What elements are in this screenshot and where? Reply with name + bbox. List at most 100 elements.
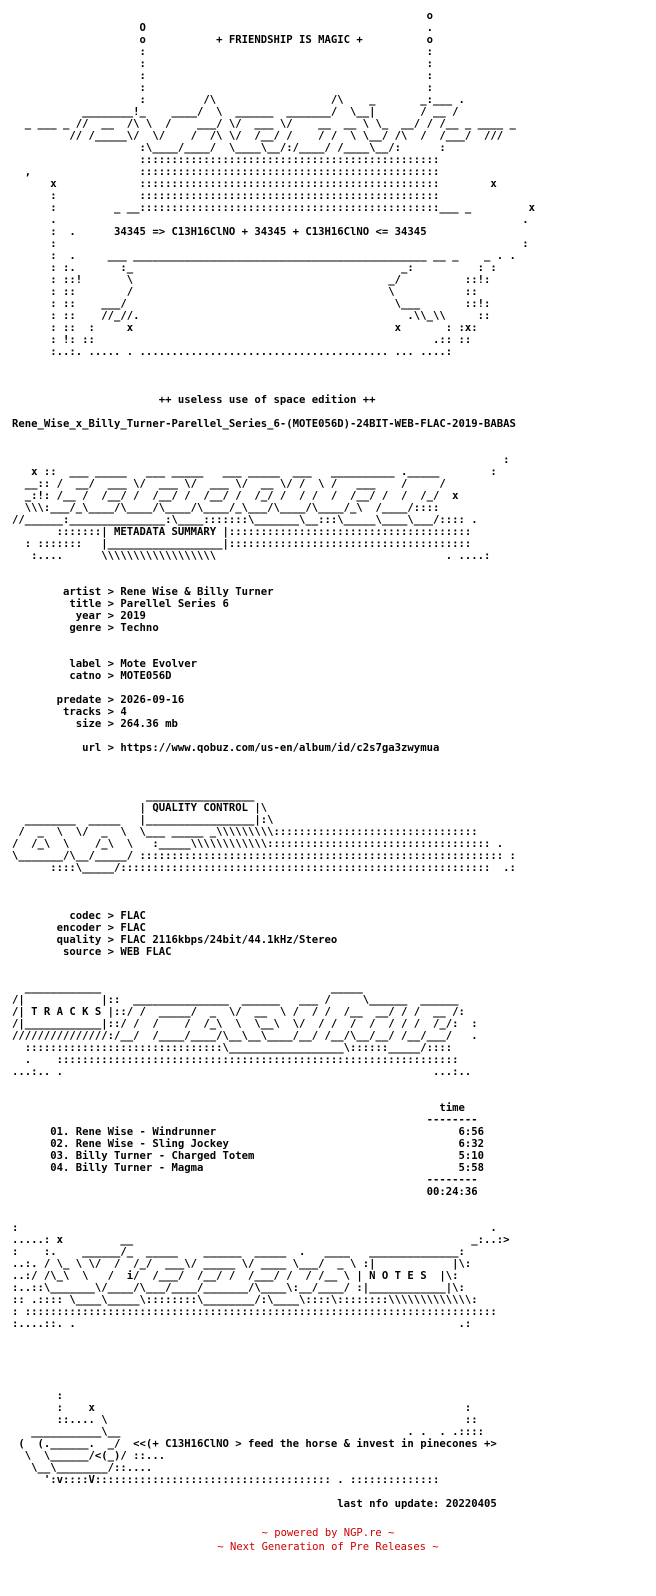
- nfo-line: [12, 406, 648, 418]
- nfo-line: o + FRIENDSHIP IS MAGIC + o: [12, 34, 433, 46]
- nfo-line: :..::\_______\/____/\___/____/_______/\_…: [12, 1282, 465, 1294]
- nfo-line: : /\ /\ _ _:___ .: [12, 94, 465, 106]
- nfo-line: x :: ___ _____ ___ _____ ___ _____ ___ _…: [12, 466, 497, 478]
- nfo-line: : :: [12, 46, 433, 58]
- nfo-line: year > 2019: [12, 610, 146, 622]
- nfo-line: : ::! \ _/ ::!:: [12, 274, 491, 286]
- nfo-line: __:: / __/ ___ \/ ___ \/ ___ \/ __ \/ / …: [12, 478, 446, 490]
- nfo-line: : :: ___/ \___ ::!:: [12, 298, 491, 310]
- nfo-line: [12, 886, 648, 898]
- nfo-line: : . ___ ________________________________…: [12, 250, 516, 262]
- nfo-line: . .: [12, 214, 529, 226]
- nfo-line: :.... \\\\\\\\\\\\\\\\\\ . ....:: [12, 550, 491, 562]
- nfo-line: //______:_______________:\____:::::::\__…: [12, 514, 478, 526]
- nfo-line: [12, 766, 648, 778]
- nfo-line: | QUALITY CONTROL |\: [12, 802, 268, 814]
- nfo-line: size > 264.36 mb: [12, 718, 178, 730]
- nfo-line: artist > Rene Wise & Billy Turner: [12, 586, 274, 598]
- nfo-line: O .: [12, 22, 433, 34]
- nfo-line: / _ \ \/ _ \ \___ _____ _\\\\\\\\\::::::…: [12, 826, 478, 838]
- nfo-line: [12, 1354, 648, 1366]
- nfo-line: [12, 1378, 648, 1390]
- nfo-line: : :: / \ ::: [12, 286, 478, 298]
- nfo-line: _ ___ _ // __ /\ \ / ___/ \/ ___ \/ __ _…: [12, 118, 516, 130]
- nfo-line: :: [12, 454, 510, 466]
- nfo-line: \__\________/::....: [12, 1462, 153, 1474]
- nfo-line: [12, 970, 648, 982]
- nfo-line: time: [12, 1102, 465, 1114]
- nfo-line: [12, 1078, 648, 1090]
- nfo-line: 02. Rene Wise - Sling Jockey 6:32: [12, 1138, 484, 1150]
- nfo-line: : :: : x x : :x:: [12, 322, 478, 334]
- nfo-line: [12, 682, 648, 694]
- nfo-line: : :: [12, 82, 433, 94]
- nfo-line: [12, 562, 648, 574]
- nfo-line: [12, 1330, 648, 1342]
- powered-by-link[interactable]: ~ powered by NGP.re ~: [261, 1527, 395, 1539]
- nfo-line: // /_____\/ \/ / /\ \/ /__/ / / / \ \__/…: [12, 130, 504, 142]
- nfo-line: / /_\ \ /_\ \ :_____\\\\\\\\\\\\::::::::…: [12, 838, 504, 850]
- nfo-line: ..:. / \_ \ \/ / /_/ ___\/ _____ \/ ____…: [12, 1258, 472, 1270]
- nfo-line: :\____/____/ \____\__/:/____/ /____\__/:…: [12, 142, 446, 154]
- nfo-line: ::::\_____/:::::::::::::::::::::::::::::…: [12, 862, 516, 874]
- nfo-line: [12, 634, 648, 646]
- nfo-line: ________ _____ |_________________|:\: [12, 814, 274, 826]
- nfo-line: [12, 574, 648, 586]
- nfo-line: [12, 382, 648, 394]
- nfo-line: tracks > 4: [12, 706, 127, 718]
- nfo-line: [12, 430, 648, 442]
- footer: ~ powered by NGP.re ~ ~ Next Generation …: [0, 1526, 656, 1554]
- nfo-line: /|____________|::/ / / / /_\ \ \__\ \/ /…: [12, 1018, 478, 1030]
- nfo-line: ::.... \ ::: [12, 1414, 478, 1426]
- nfo-line: [12, 1198, 648, 1210]
- nfo-line: : :: [12, 70, 433, 82]
- nfo-line: :: [12, 1390, 64, 1402]
- nfo-line: : :. :_ _: : :: [12, 262, 497, 274]
- nfo-line: 04. Billy Turner - Magma 5:58: [12, 1162, 484, 1174]
- nfo-line: : _ __::::::::::::::::::::::::::::::::::…: [12, 202, 535, 214]
- nfo-line: 01. Rene Wise - Windrunner 6:56: [12, 1126, 484, 1138]
- nfo-line: --------: [12, 1174, 478, 1186]
- nfo-line: 03. Billy Turner - Charged Totem 5:10: [12, 1150, 484, 1162]
- nfo-line: ________!_ ____/ \ ______ _______/ \__| …: [12, 106, 459, 118]
- nfo-line: /| T R A C K S |::/ / _____/ _ \/ __ \ /…: [12, 1006, 465, 1018]
- nfo-line: catno > MOTE056D: [12, 670, 172, 682]
- nfo-line: .....: x __ _:..:>: [12, 1234, 510, 1246]
- nfo-line: o: [12, 10, 433, 22]
- nfo-line: :..:. ..... . ..........................…: [12, 346, 453, 358]
- nfo-line: _:!: /__ / /__/ / /__/ / /__/ / /_/ / / …: [12, 490, 459, 502]
- nfo-line: genre > Techno: [12, 622, 159, 634]
- nfo-line: predate > 2026-09-16: [12, 694, 185, 706]
- nfo-line: ____________ _____: [12, 982, 363, 994]
- nfo-line: : !: :: .:: ::: [12, 334, 472, 346]
- nfo-text-block: o O . o + FRIENDSHIP IS MAGIC + o : :: [12, 10, 648, 1510]
- nfo-line: : ::::::: |__________________|::::::::::…: [12, 538, 472, 550]
- nfo-line: , ::::::::::::::::::::::::::::::::::::::…: [12, 166, 440, 178]
- nfo-line: ':v::::V::::::::::::::::::::::::::::::::…: [12, 1474, 440, 1486]
- nfo-line: [12, 646, 648, 658]
- nfo-line: ...:.. . ...:..: [12, 1066, 472, 1078]
- nfo-line: [12, 778, 648, 790]
- nfo-line: :::::::::::::::::::::::::::::::\________…: [12, 1042, 453, 1054]
- nfo-line: _________________: [12, 790, 255, 802]
- nfo-line: [12, 1342, 648, 1354]
- nfo-line: [12, 1486, 648, 1498]
- nfo-line: 00:24:36: [12, 1186, 478, 1198]
- nfo-line: :::::::| METADATA SUMMARY |:::::::::::::…: [12, 526, 472, 538]
- nfo-line: [12, 1366, 648, 1378]
- nfo-line: : :: [12, 58, 433, 70]
- nfo-line: [12, 898, 648, 910]
- ngp-tagline-link[interactable]: ~ Next Generation of Pre Releases ~: [217, 1541, 439, 1553]
- nfo-line: \_______/\__/_____/ ::::::::::::::::::::…: [12, 850, 516, 862]
- nfo-line: Rene_Wise_x_Billy_Turner-Parellel_Series…: [12, 418, 516, 430]
- nfo-line: /| |:: _______________ ______ ___ / \___…: [12, 994, 459, 1006]
- nfo-line: --------: [12, 1114, 478, 1126]
- nfo-line: : :. ______/_ _____ ______ _____ . ____ …: [12, 1246, 472, 1258]
- nfo-line: ___________\__ . . . .::::: [12, 1426, 484, 1438]
- nfo-line: ( (.______. _/ <<(+ C13H16ClNO > feed th…: [12, 1438, 497, 1450]
- nfo-line: : :: //_//. .\\_\\ ::: [12, 310, 491, 322]
- nfo-line: \\\:___/_\____/\____/\____/\____/_\___/\…: [12, 502, 453, 514]
- nfo-line: [12, 874, 648, 886]
- nfo-line: x ::::::::::::::::::::::::::::::::::::::…: [12, 178, 497, 190]
- nfo-line: : ::::::::::::::::::::::::::::::::::::::…: [12, 1306, 497, 1318]
